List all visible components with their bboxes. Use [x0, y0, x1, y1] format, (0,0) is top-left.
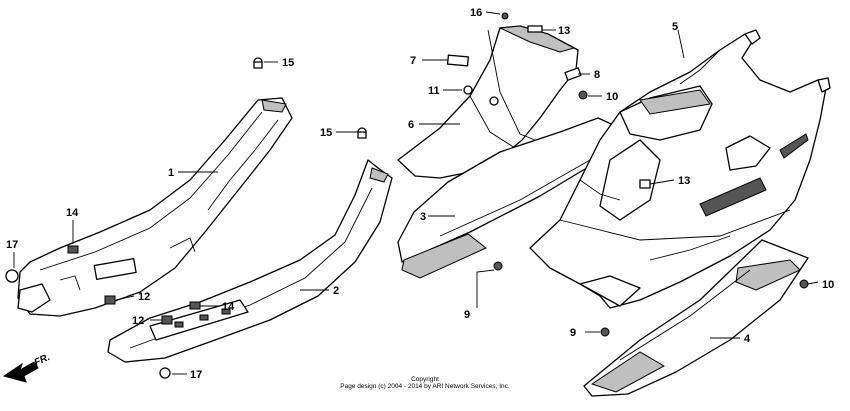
callout-13a: 13 [558, 25, 570, 37]
part-12-clip [104, 295, 116, 305]
part-7-emblem [446, 54, 469, 67]
callout-9a: 9 [464, 309, 470, 321]
part-2-lower-side-cover [107, 159, 393, 363]
callout-14a: 14 [66, 207, 79, 219]
callout-12b: 12 [132, 315, 144, 327]
callout-11: 11 [428, 85, 440, 97]
part-4-floor-mat [583, 239, 809, 397]
callout-8: 8 [594, 69, 600, 81]
copyright-notice: Copyright Page design (c) 2004 - 2014 by… [300, 376, 550, 390]
part-1-left-floor-side-cover [17, 97, 293, 317]
callout-15b: 15 [320, 127, 332, 139]
callout-1: 1 [168, 167, 174, 179]
callout-5: 5 [672, 21, 678, 33]
part-14-nut [67, 245, 79, 254]
callout-10a: 10 [606, 91, 618, 103]
arrow-left-icon [2, 361, 39, 383]
callout-labels: 1 2 3 4 5 6 7 8 9 9 10 10 11 12 12 13 13… [6, 7, 834, 381]
part-10-bolt [799, 279, 809, 289]
part-9-bolt [600, 327, 610, 337]
part-16-screw [501, 12, 509, 20]
part-9-bolt [493, 261, 503, 271]
callout-10b: 10 [822, 279, 834, 291]
callout-15a: 15 [282, 57, 294, 69]
part-12-clip [161, 315, 173, 325]
part-8-emblem [564, 67, 582, 81]
callout-16: 16 [470, 7, 482, 19]
part-17-grommet [159, 367, 171, 379]
front-direction-arrow: FR. [2, 352, 52, 383]
front-label: FR. [33, 352, 52, 369]
callout-2: 2 [333, 285, 339, 297]
callout-17a: 17 [6, 239, 18, 251]
part-17-grommet [5, 269, 19, 283]
part-3-floor-step [397, 117, 621, 279]
callout-9b: 9 [570, 327, 576, 339]
callout-7: 7 [410, 55, 416, 67]
part-13-clip [639, 179, 651, 189]
callout-12a: 12 [138, 291, 150, 303]
part-5-body-cover [529, 29, 831, 309]
part-14-nut [189, 301, 201, 310]
leader-lines [13, 11, 819, 375]
part-11-grommet [463, 85, 473, 95]
callout-17b: 17 [190, 369, 202, 381]
callout-4: 4 [744, 333, 751, 345]
callout-13b: 13 [678, 175, 690, 187]
callout-14b: 14 [222, 301, 235, 313]
callout-3: 3 [420, 211, 426, 223]
part-10-bolt [578, 90, 588, 100]
callout-6: 6 [408, 119, 414, 131]
part-13-clip [527, 25, 543, 33]
copyright-title: Copyright [411, 376, 439, 383]
copyright-text: Page design (c) 2004 - 2014 by ARI Netwo… [340, 383, 510, 390]
